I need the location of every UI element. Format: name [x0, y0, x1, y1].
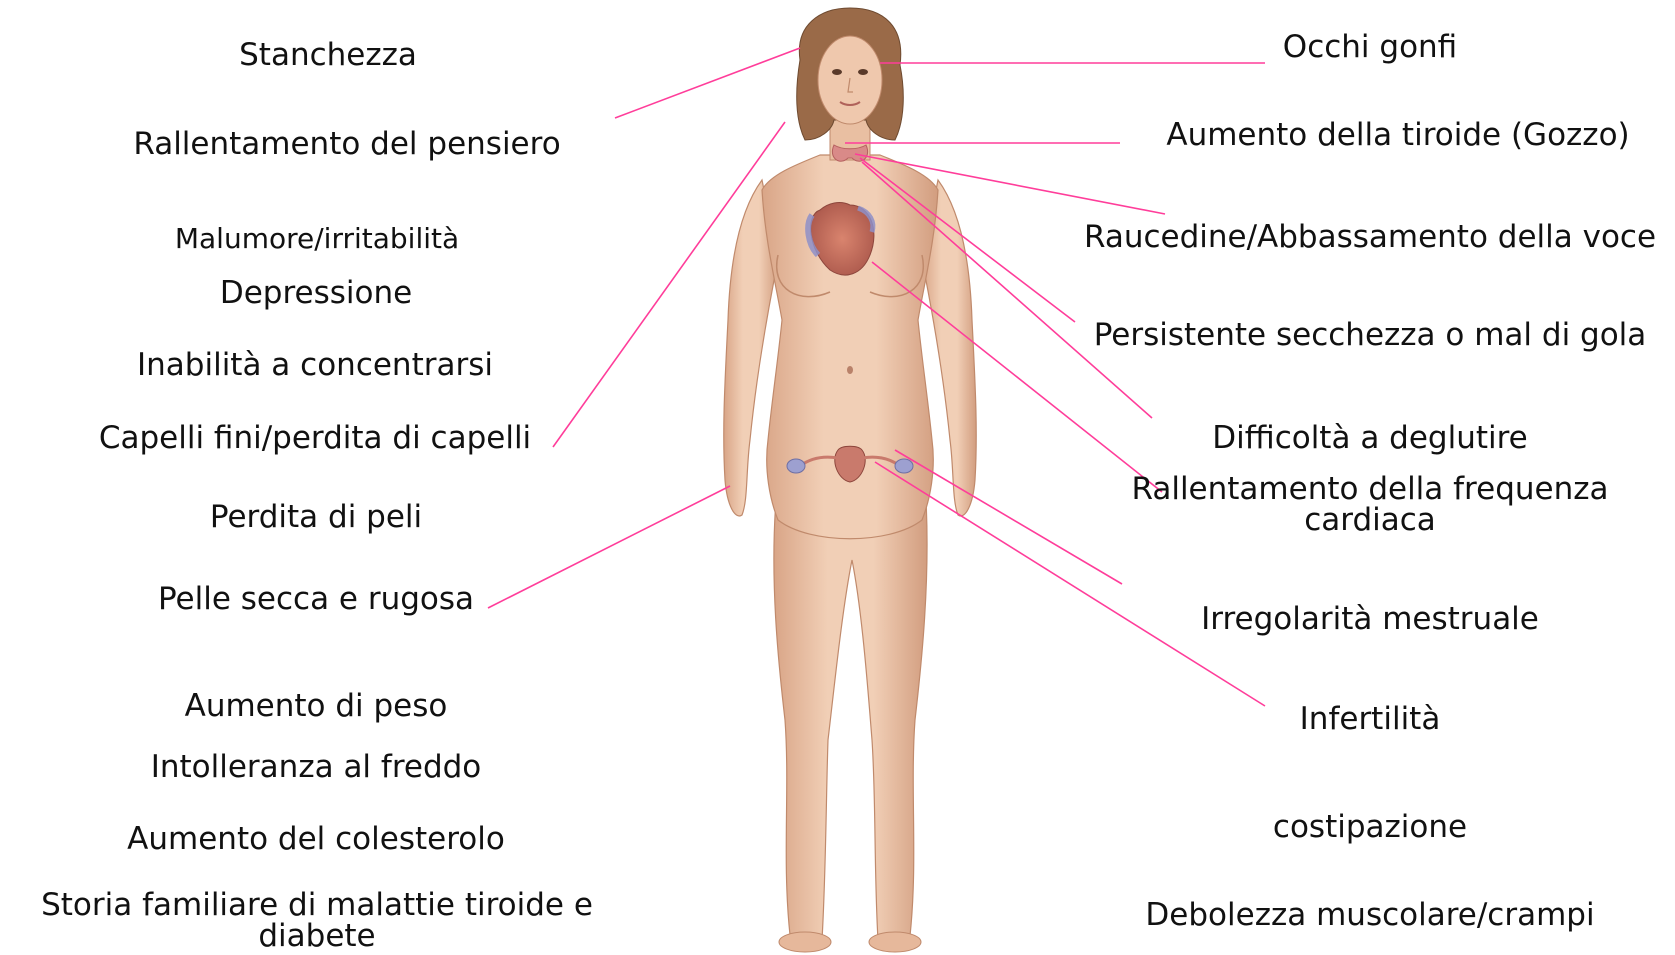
label-malumore: Malumore/irritabilità — [175, 222, 459, 256]
label-pelle: Pelle secca e rugosa — [158, 582, 474, 616]
label-occhi-gonfi: Occhi gonfi — [1283, 30, 1457, 64]
label-raucedine: Raucedine/Abbassamento della voce — [1084, 220, 1656, 254]
label-rallentamento-pensiero: Rallentamento del pensiero — [133, 127, 560, 161]
label-stanchezza: Stanchezza — [239, 38, 417, 72]
label-storia-familiare: Storia familiare di malattie tiroide e d… — [41, 890, 593, 952]
label-depressione: Depressione — [220, 276, 412, 310]
label-frequenza-cardiaca: Rallentamento della frequenza cardiaca — [1131, 474, 1608, 536]
label-storia-familiare-line-1: Storia familiare di malattie tiroide e — [41, 890, 593, 921]
label-colesterolo: Aumento del colesterolo — [127, 822, 505, 856]
label-secchezza-gola: Persistente secchezza o mal di gola — [1094, 318, 1647, 352]
label-costipazione: costipazione — [1273, 810, 1467, 844]
label-capelli: Capelli fini/perdita di capelli — [99, 421, 531, 455]
label-storia-familiare-line-2: diabete — [41, 921, 593, 952]
label-debolezza-muscolare: Debolezza muscolare/crampi — [1145, 898, 1594, 932]
label-frequenza-line-2: cardiaca — [1131, 505, 1608, 536]
label-infertilita: Infertilità — [1300, 702, 1441, 736]
label-tiroide-gozzo: Aumento della tiroide (Gozzo) — [1166, 118, 1629, 152]
legs — [774, 500, 927, 940]
label-aumento-peso: Aumento di peso — [185, 689, 448, 723]
label-intolleranza-freddo: Intolleranza al freddo — [151, 750, 482, 784]
label-frequenza-line-1: Rallentamento della frequenza — [1131, 474, 1608, 505]
label-irregolarita-mestruale: Irregolarità mestruale — [1201, 602, 1539, 636]
label-inabilita-concentrarsi: Inabilità a concentrarsi — [137, 348, 493, 382]
label-deglutire: Difficoltà a deglutire — [1212, 421, 1528, 455]
label-perdita-peli: Perdita di peli — [210, 500, 422, 534]
